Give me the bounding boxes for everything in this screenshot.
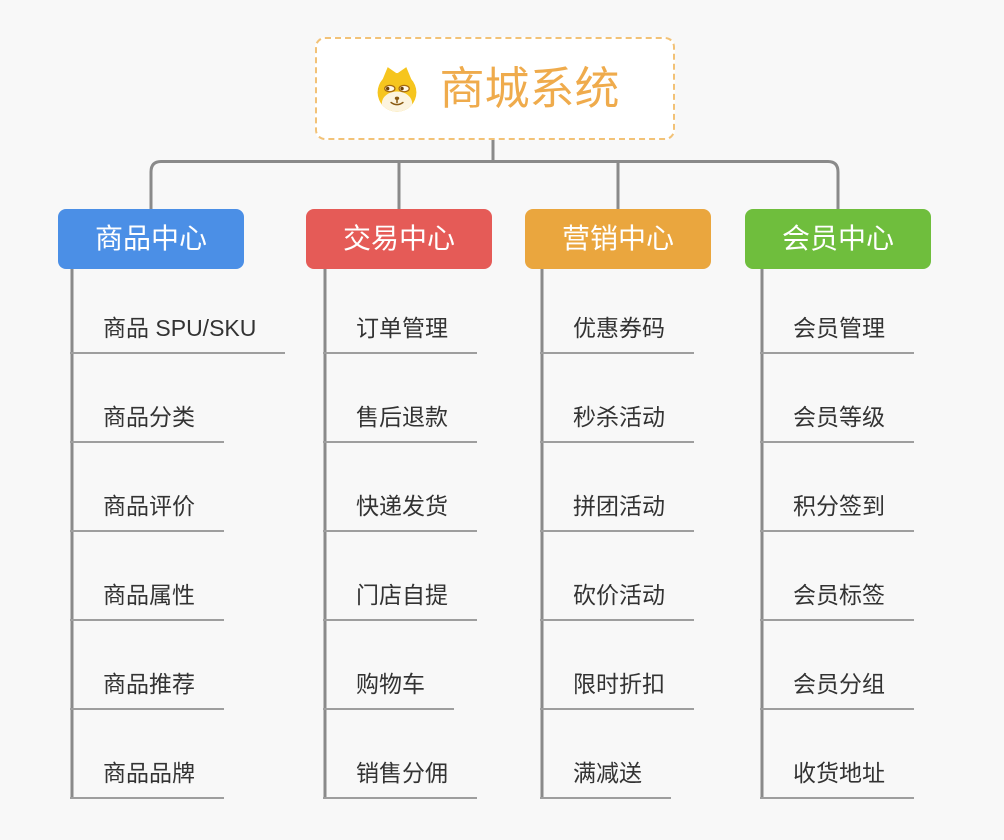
leaf-item[interactable]: 限时折扣 <box>540 621 694 710</box>
leaf-item[interactable]: 会员管理 <box>760 265 914 354</box>
branch-goods-center[interactable]: 商品中心 <box>58 209 244 269</box>
leaf-item[interactable]: 商品评价 <box>70 443 224 532</box>
trade-leaf-column: 订单管理 售后退款 快递发货 门店自提 购物车 销售分佣 <box>323 265 477 799</box>
branch-member-center[interactable]: 会员中心 <box>745 209 931 269</box>
root-node[interactable]: 商城系统 <box>315 37 675 140</box>
leaf-item[interactable]: 收货地址 <box>760 710 914 799</box>
member-leaf-column: 会员管理 会员等级 积分签到 会员标签 会员分组 收货地址 <box>760 265 914 799</box>
leaf-item[interactable]: 订单管理 <box>323 265 477 354</box>
leaf-item[interactable]: 会员分组 <box>760 621 914 710</box>
leaf-item[interactable]: 会员等级 <box>760 354 914 443</box>
leaf-item[interactable]: 商品分类 <box>70 354 224 443</box>
root-title: 商城系统 <box>439 63 620 114</box>
marketing-leaf-column: 优惠券码 秒杀活动 拼团活动 砍价活动 限时折扣 满减送 <box>540 265 694 799</box>
leaf-item[interactable]: 商品品牌 <box>70 710 224 799</box>
leaf-item[interactable]: 商品属性 <box>70 532 224 621</box>
leaf-item[interactable]: 砍价活动 <box>540 532 694 621</box>
leaf-item[interactable]: 售后退款 <box>323 354 477 443</box>
doge-icon <box>378 66 417 112</box>
branch-trade-center[interactable]: 交易中心 <box>306 209 492 269</box>
leaf-item[interactable]: 拼团活动 <box>540 443 694 532</box>
leaf-item[interactable]: 快递发货 <box>323 443 477 532</box>
leaf-item[interactable]: 优惠券码 <box>540 265 694 354</box>
goods-leaf-column: 商品 SPU/SKU 商品分类 商品评价 商品属性 商品推荐 商品品牌 <box>70 265 286 799</box>
leaf-item[interactable]: 购物车 <box>323 621 454 710</box>
leaf-item[interactable]: 销售分佣 <box>323 710 477 799</box>
leaf-item[interactable]: 秒杀活动 <box>540 354 694 443</box>
leaf-item[interactable]: 满减送 <box>540 710 671 799</box>
branch-marketing-center[interactable]: 营销中心 <box>525 209 711 269</box>
leaf-item[interactable]: 门店自提 <box>323 532 477 621</box>
leaf-item[interactable]: 会员标签 <box>760 532 914 621</box>
leaf-item[interactable]: 商品 SPU/SKU <box>70 265 286 354</box>
leaf-item[interactable]: 积分签到 <box>760 443 914 532</box>
leaf-item[interactable]: 商品推荐 <box>70 621 224 710</box>
